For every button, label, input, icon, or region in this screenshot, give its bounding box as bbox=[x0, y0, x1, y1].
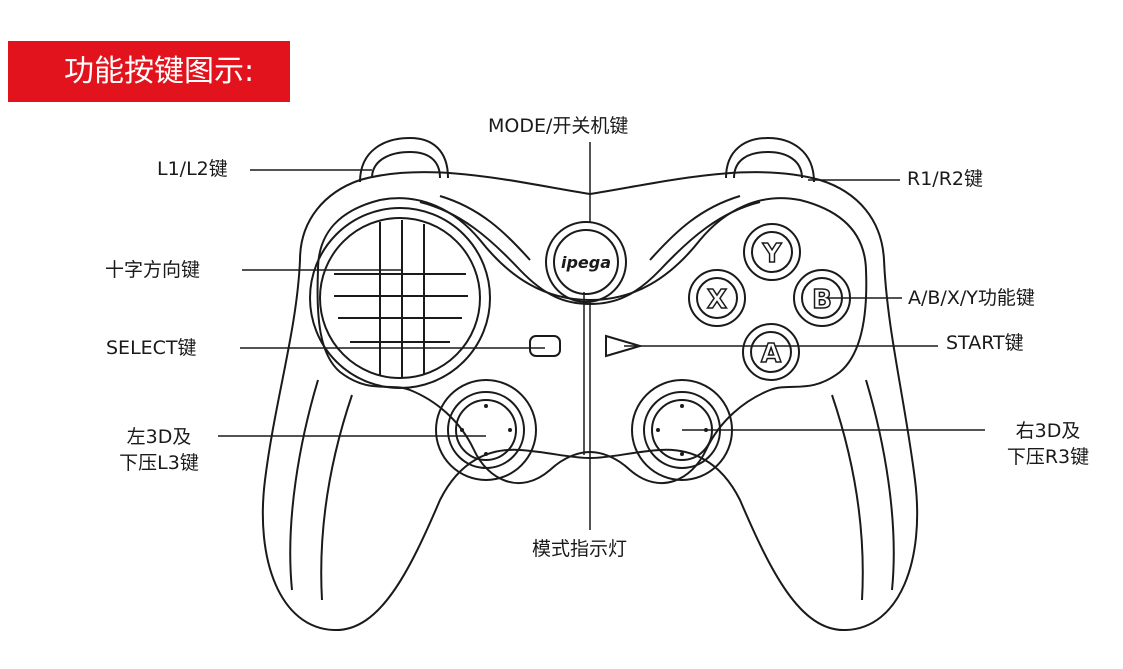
label-left-stick: 左3D及 下压L3键 bbox=[104, 424, 214, 476]
button-y-label: Y bbox=[762, 239, 783, 269]
label-start: START键 bbox=[946, 332, 1024, 354]
dpad-outer-ring bbox=[309, 207, 491, 389]
section-title-banner: 功能按键图示: bbox=[8, 41, 290, 102]
button-a-ring bbox=[742, 323, 800, 381]
button-y-ring bbox=[743, 223, 801, 281]
label-left-stick-line2: 下压L3键 bbox=[119, 452, 199, 474]
start-button bbox=[605, 334, 644, 358]
section-title: 功能按键图示: bbox=[64, 54, 255, 89]
label-select: SELECT键 bbox=[106, 337, 197, 359]
label-right-stick-line1: 右3D及 bbox=[1015, 420, 1081, 442]
label-right-stick: 右3D及 下压R3键 bbox=[992, 418, 1104, 470]
label-dpad: 十字方向键 bbox=[105, 259, 201, 281]
button-x-label: X bbox=[707, 285, 727, 315]
left-stick-outer bbox=[435, 379, 537, 481]
label-mode: MODE/开关机键 bbox=[488, 115, 629, 137]
label-abxy: A/B/X/Y功能键 bbox=[908, 287, 1035, 309]
button-x-ring bbox=[688, 269, 746, 327]
label-l1-l2: L1/L2键 bbox=[157, 158, 228, 180]
controller-face bbox=[316, 197, 868, 485]
label-mode-led: 模式指示灯 bbox=[532, 538, 628, 560]
label-r1-r2: R1/R2键 bbox=[907, 168, 983, 190]
label-right-stick-line2: 下压R3键 bbox=[1006, 446, 1090, 468]
label-left-stick-line1: 左3D及 bbox=[126, 426, 192, 448]
ipega-logo: ipega bbox=[561, 253, 611, 272]
mode-button bbox=[545, 221, 627, 303]
button-b-label: B bbox=[812, 285, 832, 315]
controller-body bbox=[261, 171, 919, 632]
button-a-label: A bbox=[761, 339, 781, 369]
l1-l2-shoulder bbox=[359, 136, 449, 183]
r1-r2-shoulder bbox=[725, 136, 815, 183]
select-button bbox=[529, 335, 561, 357]
